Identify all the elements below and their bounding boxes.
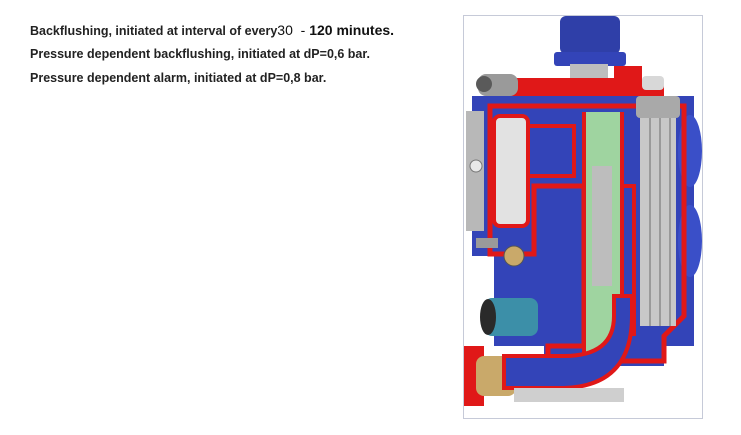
- interval-max-value: 120 minutes.: [309, 22, 395, 38]
- pressure-backflush-line: Pressure dependent backflushing, initiat…: [30, 47, 371, 61]
- interval-min-value: 30: [277, 22, 293, 38]
- motor-icon: [560, 16, 620, 54]
- backflush-interval-line: Backflushing, initiated at interval of e…: [30, 20, 394, 44]
- backflush-interval-label: Backflushing, initiated at interval of e…: [30, 24, 278, 38]
- interval-separator: -: [292, 22, 310, 38]
- description-text: Backflushing, initiated at interval of e…: [30, 20, 394, 92]
- pressure-alarm-line: Pressure dependent alarm, initiated at d…: [30, 71, 327, 85]
- filter-cutaway-image: [463, 15, 703, 419]
- filter-cutaway-illustration: [464, 16, 702, 406]
